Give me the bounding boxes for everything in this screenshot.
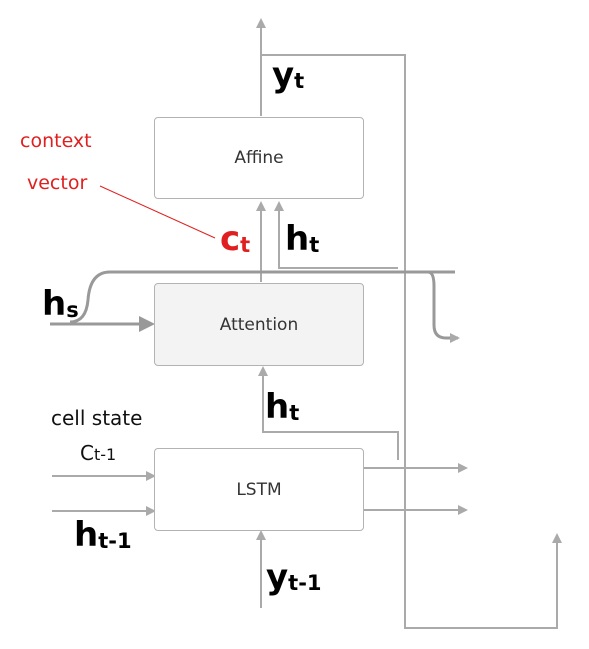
context-label-line1: context	[20, 130, 92, 152]
hs-label: hs	[42, 284, 79, 324]
attention-label: Attention	[219, 314, 299, 335]
cell-state-label: cell state	[51, 406, 143, 430]
ht-affine-label: ht	[285, 219, 320, 259]
ct-label: ct	[220, 219, 251, 259]
ht-attention-label: ht	[265, 387, 300, 427]
yt-feedback-loop	[261, 54, 562, 629]
ht-to-attention-arrow	[258, 366, 399, 460]
yt-minus-1-label: yt-1	[266, 557, 322, 597]
attention-box: Attention	[154, 283, 364, 366]
ht-to-affine-arrow	[274, 201, 398, 269]
lstm-box: LSTM	[154, 448, 364, 531]
affine-label: Affine	[234, 148, 284, 168]
lstm-label: LSTM	[236, 479, 282, 500]
ht-minus-1-label: ht-1	[74, 515, 132, 555]
yt-label: yt	[272, 55, 305, 95]
context-label-line2: vector	[27, 172, 88, 194]
hs-bundle-top	[69, 270, 455, 324]
context-vector-pointer	[99, 185, 216, 239]
ct-minus-1-label: Ct-1	[80, 441, 117, 465]
affine-box: Affine	[154, 117, 364, 199]
hs-pass-through-arrow	[427, 270, 460, 343]
